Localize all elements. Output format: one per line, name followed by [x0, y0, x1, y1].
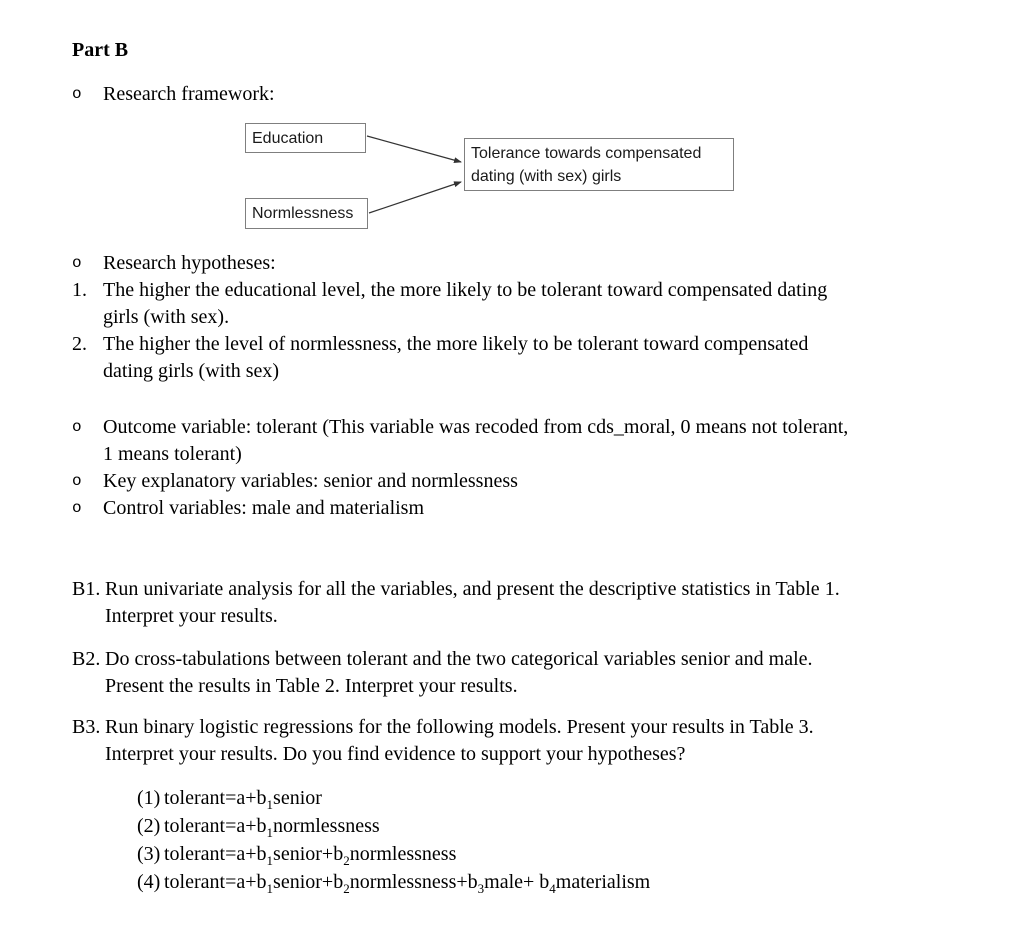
equation-number: (4)	[137, 871, 161, 893]
task-label: B3.	[72, 716, 101, 738]
task-text: Run binary logistic regressions for the …	[105, 716, 814, 765]
equation-3: (3) tolerant=a+b1senior+b2normlessness	[137, 840, 954, 868]
hypothesis-item-2: 2. The higher the level of normlessness,…	[72, 331, 954, 385]
control-variables-item: o Control variables: male and materialis…	[72, 495, 954, 522]
hypotheses-bullet-item: o Research hypotheses:	[72, 250, 954, 277]
circle-bullet: o	[72, 418, 82, 436]
equation-text: tolerant=a+b1normlessness	[164, 815, 380, 840]
task-label: B1.	[72, 578, 101, 600]
hypothesis-text: The higher the educational level, the mo…	[103, 279, 828, 328]
equation-1: (1) tolerant=a+b1senior	[137, 784, 954, 812]
diagram-arrows	[366, 135, 462, 214]
hypothesis-text: The higher the level of normlessness, th…	[103, 333, 809, 382]
task-label: B2.	[72, 648, 101, 670]
hypothesis-number: 2.	[72, 333, 87, 355]
tolerance-outcome-box: Tolerance towards compensated dating (wi…	[464, 138, 734, 191]
equation-number: (1)	[137, 787, 161, 809]
key-explanatory-variables-item: o Key explanatory variables: senior and …	[72, 468, 954, 495]
circle-bullet: o	[72, 254, 82, 272]
framework-bullet-item: o Research framework:	[72, 81, 954, 108]
task-b1: B1. Run univariate analysis for all the …	[72, 576, 954, 630]
task-text: Do cross-tabulations between tolerant an…	[105, 648, 813, 697]
task-text: Run univariate analysis for all the vari…	[105, 578, 840, 627]
part-title: Part B	[72, 39, 129, 61]
key-explanatory-variables-text: Key explanatory variables: senior and no…	[103, 470, 518, 492]
equation-2: (2) tolerant=a+b1normlessness	[137, 812, 954, 840]
tolerance-outcome-box-label: Tolerance towards compensated dating (wi…	[471, 145, 702, 185]
hypothesis-number: 1.	[72, 279, 87, 301]
model-equations: (1) tolerant=a+b1senior (2) tolerant=a+b…	[72, 784, 954, 896]
arrow-education-to-outcome-icon	[366, 135, 462, 164]
document-page: Part B o Research framework: Education N…	[72, 39, 954, 896]
arrow-normlessness-to-outcome-icon	[368, 181, 462, 214]
tasks-section: B1. Run univariate analysis for all the …	[72, 576, 954, 768]
outcome-variable-item: o Outcome variable: tolerant (This varia…	[72, 414, 954, 468]
education-box-label: Education	[252, 129, 324, 147]
normlessness-box-label: Normlessness	[252, 205, 354, 222]
hypotheses-label: Research hypotheses:	[103, 252, 276, 274]
task-b2: B2. Do cross-tabulations between toleran…	[72, 646, 954, 700]
research-framework-diagram: Education Normlessness Tolerance towards…	[72, 121, 772, 233]
equation-number: (2)	[137, 815, 161, 837]
circle-bullet: o	[72, 472, 82, 490]
equation-text: tolerant=a+b1senior	[164, 787, 322, 812]
framework-label: Research framework:	[103, 83, 275, 105]
equation-text: tolerant=a+b1senior+b2normlessness	[164, 843, 457, 868]
task-b3: B3. Run binary logistic regressions for …	[72, 714, 954, 768]
equation-text: tolerant=a+b1senior+b2normlessness+b3mal…	[164, 871, 651, 896]
control-variables-text: Control variables: male and materialism	[103, 497, 425, 519]
variables-section: o Outcome variable: tolerant (This varia…	[72, 414, 954, 522]
education-box: Education	[245, 123, 366, 153]
circle-bullet: o	[72, 499, 82, 517]
outcome-variable-text: Outcome variable: tolerant (This variabl…	[103, 416, 849, 465]
equation-4: (4) tolerant=a+b1senior+b2normlessness+b…	[137, 868, 954, 896]
circle-bullet: o	[72, 85, 82, 103]
equation-number: (3)	[137, 843, 161, 865]
normlessness-box: Normlessness	[245, 198, 368, 229]
hypothesis-item-1: 1. The higher the educational level, the…	[72, 277, 954, 331]
